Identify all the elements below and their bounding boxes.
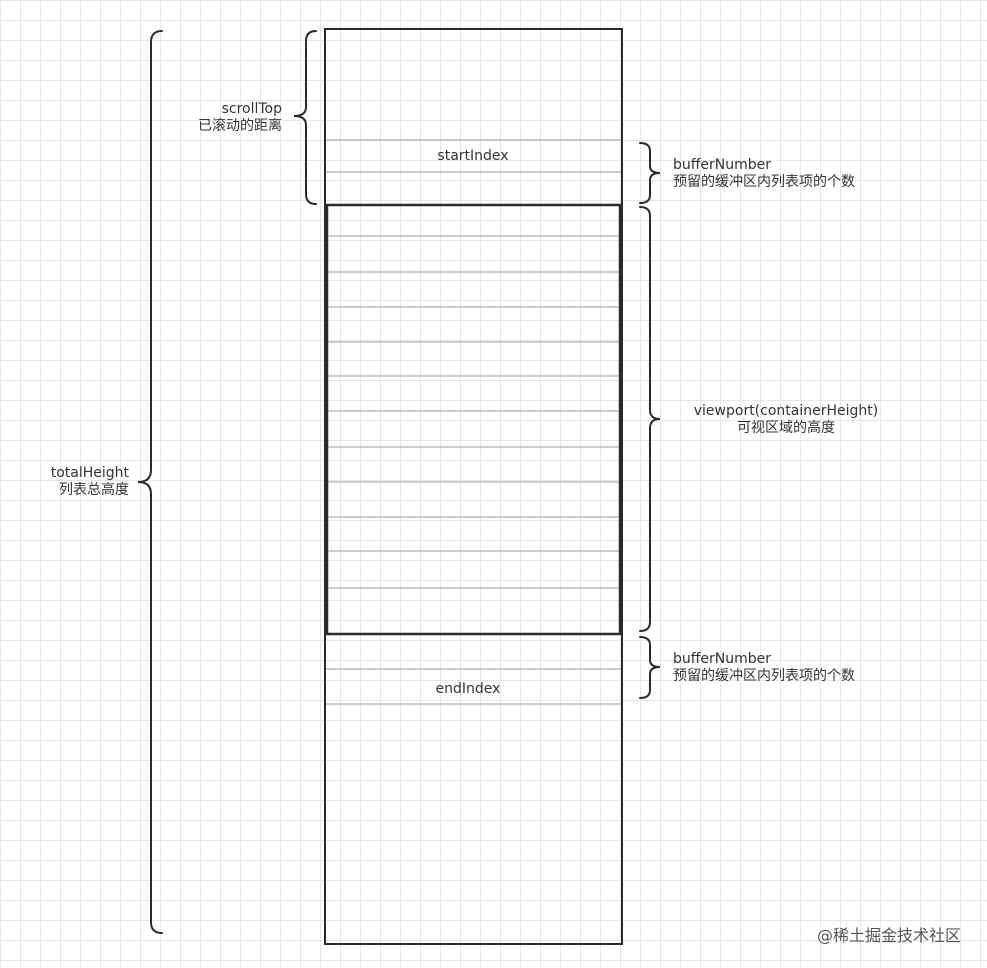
total-list-container — [324, 28, 623, 945]
buffer-bottom-name: bufferNumber — [673, 651, 772, 667]
buffer-top-name: bufferNumber — [673, 157, 772, 173]
buffer-bottom-desc: 预留的缓冲区内列表项的个数 — [673, 668, 855, 684]
buffer-top-brace — [639, 142, 661, 204]
start-index-label: startIndex — [437, 148, 509, 164]
viewport-brace — [639, 206, 661, 632]
scroll-top-name: scrollTop — [221, 101, 282, 117]
buffer-bottom-label: bufferNumber 预留的缓冲区内列表项的个数 — [673, 651, 855, 685]
scroll-top-brace — [293, 30, 317, 205]
total-height-brace — [137, 30, 163, 934]
total-height-desc: 列表总高度 — [59, 482, 129, 498]
end-index-label: endIndex — [435, 681, 501, 697]
watermark: @稀土掘金技术社区 — [816, 926, 961, 945]
buffer-bottom-brace — [639, 636, 661, 699]
viewport-label: viewport(containerHeight) 可视区域的高度 — [676, 403, 896, 437]
scroll-top-label: scrollTop 已滚动的距离 — [198, 101, 282, 135]
viewport-rows — [328, 235, 619, 589]
total-height-name: totalHeight — [50, 465, 129, 481]
viewport-box — [325, 203, 622, 636]
buffer-top-label: bufferNumber 预留的缓冲区内列表项的个数 — [673, 157, 855, 191]
total-height-label: totalHeight 列表总高度 — [51, 465, 129, 499]
viewport-name: viewport(containerHeight) — [693, 403, 879, 419]
buffer-top-desc: 预留的缓冲区内列表项的个数 — [673, 174, 855, 190]
scroll-top-desc: 已滚动的距离 — [198, 118, 282, 134]
viewport-desc: 可视区域的高度 — [737, 420, 835, 436]
